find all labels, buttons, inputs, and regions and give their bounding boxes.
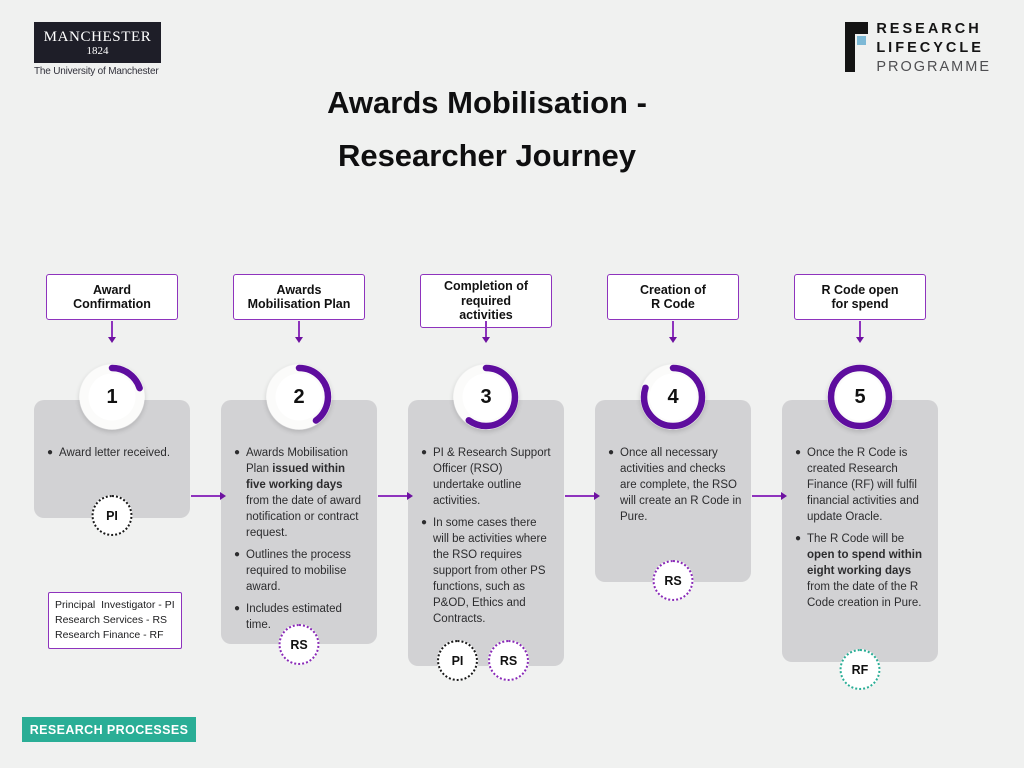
step-5-info-box: ●Once the R Code is created Research Fin… [782, 400, 938, 662]
bullet-item: ●Once all necessary activities and check… [603, 445, 742, 525]
role-legend: Principal Investigator - PI Research Ser… [48, 592, 182, 649]
step-2-circle: 2 [266, 364, 332, 430]
step-2-label: Awards Mobilisation Plan [247, 282, 351, 312]
step-1-label: Award Confirmation [73, 282, 151, 312]
step-number: 1 [106, 385, 118, 408]
uom-logo-year: 1824 [86, 44, 109, 57]
down-arrow [856, 321, 864, 343]
step-4-label-box: Creation of R Code [607, 274, 739, 320]
bullet-dot: ● [234, 447, 241, 458]
step-column-3: Completion of required activities ●PI & … [408, 274, 564, 704]
step-number: 3 [480, 385, 492, 408]
step-number: 5 [854, 385, 866, 408]
bullet-item: ●Award letter received. [42, 445, 181, 461]
step-column-2: Awards Mobilisation Plan ●Awards Mobilis… [221, 274, 377, 704]
research-processes-banner: RESEARCH PROCESSES [22, 717, 196, 742]
bullet-item: ●The R Code will be open to spend within… [790, 531, 929, 611]
bullet-dot: ● [234, 549, 241, 560]
rlp-logo-icon [845, 20, 871, 78]
step-1-label-box: Award Confirmation [46, 274, 178, 320]
step-number: 4 [667, 385, 679, 408]
step-5-bullets: ●Once the R Code is created Research Fin… [790, 445, 929, 611]
right-arrow [752, 492, 787, 500]
rlp-logo-line3: PROGRAMME [876, 59, 991, 75]
step-4-bullets: ●Once all necessary activities and check… [603, 445, 742, 525]
step-4-circle: 4 [640, 364, 706, 430]
step-3-label-box: Completion of required activities [420, 274, 552, 328]
down-arrow [482, 321, 490, 343]
down-arrow [108, 321, 116, 343]
bullet-dot: ● [795, 447, 802, 458]
down-arrow [669, 321, 677, 343]
right-arrow [565, 492, 600, 500]
step-column-1: Award Confirmation ●Award letter receive… [34, 274, 190, 704]
step-4-info-box: ●Once all necessary activities and check… [595, 400, 751, 582]
bullet-item: ●Outlines the process required to mobili… [229, 547, 368, 595]
step-5-label: R Code open for spend [821, 282, 899, 312]
step-3-label: Completion of required activities [443, 279, 528, 322]
step-column-4: Creation of R Code ●Once all necessary a… [595, 274, 751, 704]
step-2-info-box: ●Awards Mobilisation Plan issued within … [221, 400, 377, 644]
uom-logo-name: MANCHESTER [43, 28, 152, 45]
rlp-logo-line2: LIFECYCLE [876, 40, 984, 56]
step-3-info-box: ●PI & Research Support Officer (RSO) und… [408, 400, 564, 666]
uom-logo-tagline: The University of Manchester [34, 66, 159, 77]
step-1-bullets: ●Award letter received. [42, 445, 181, 461]
bullet-item: ●In some cases there will be activities … [416, 515, 555, 627]
role-badge-rs: RS [652, 560, 694, 601]
role-badge-rs: RS [488, 640, 529, 681]
role-badge-pi: PI [437, 640, 478, 681]
rlp-logo: RESEARCH LIFECYCLE PROGRAMME [845, 20, 991, 78]
step-5-circle: 5 [827, 364, 893, 430]
bullet-dot: ● [234, 603, 241, 614]
role-badge-pi: PI [91, 495, 133, 536]
down-arrow [295, 321, 303, 343]
progress-ring [453, 364, 519, 430]
bullet-item: ●PI & Research Support Officer (RSO) und… [416, 445, 555, 509]
right-arrow [191, 492, 226, 500]
page-title: Awards Mobilisation - Researcher Journey [327, 85, 647, 173]
role-badge-rs: RS [278, 624, 320, 665]
step-number: 2 [293, 385, 305, 408]
step-2-bullets: ●Awards Mobilisation Plan issued within … [229, 445, 368, 633]
step-4-label: Creation of R Code [640, 282, 706, 312]
bullet-dot: ● [47, 447, 54, 458]
progress-ring [79, 364, 145, 430]
uom-logo: MANCHESTER 1824 The University of Manche… [34, 22, 161, 77]
step-2-label-box: Awards Mobilisation Plan [233, 274, 365, 320]
uom-logo-box: MANCHESTER 1824 [34, 22, 161, 63]
bullet-item: ●Once the R Code is created Research Fin… [790, 445, 929, 525]
bullet-dot: ● [608, 447, 615, 458]
bullet-dot: ● [421, 517, 428, 528]
step-column-5: R Code open for spend ●Once the R Code i… [782, 274, 938, 704]
rlp-logo-line1: RESEARCH [876, 21, 982, 37]
progress-ring [640, 364, 706, 430]
bullet-item: ●Includes estimated time. [229, 601, 368, 633]
progress-ring [266, 364, 332, 430]
progress-ring [827, 364, 893, 430]
role-badge-rf: RF [839, 649, 881, 690]
bullet-dot: ● [421, 447, 428, 458]
step-3-bullets: ●PI & Research Support Officer (RSO) und… [416, 445, 555, 627]
step-1-circle: 1 [79, 364, 145, 430]
bullet-dot: ● [795, 533, 802, 544]
bullet-item: ●Awards Mobilisation Plan issued within … [229, 445, 368, 541]
step-3-circle: 3 [453, 364, 519, 430]
right-arrow [378, 492, 413, 500]
step-5-label-box: R Code open for spend [794, 274, 926, 320]
